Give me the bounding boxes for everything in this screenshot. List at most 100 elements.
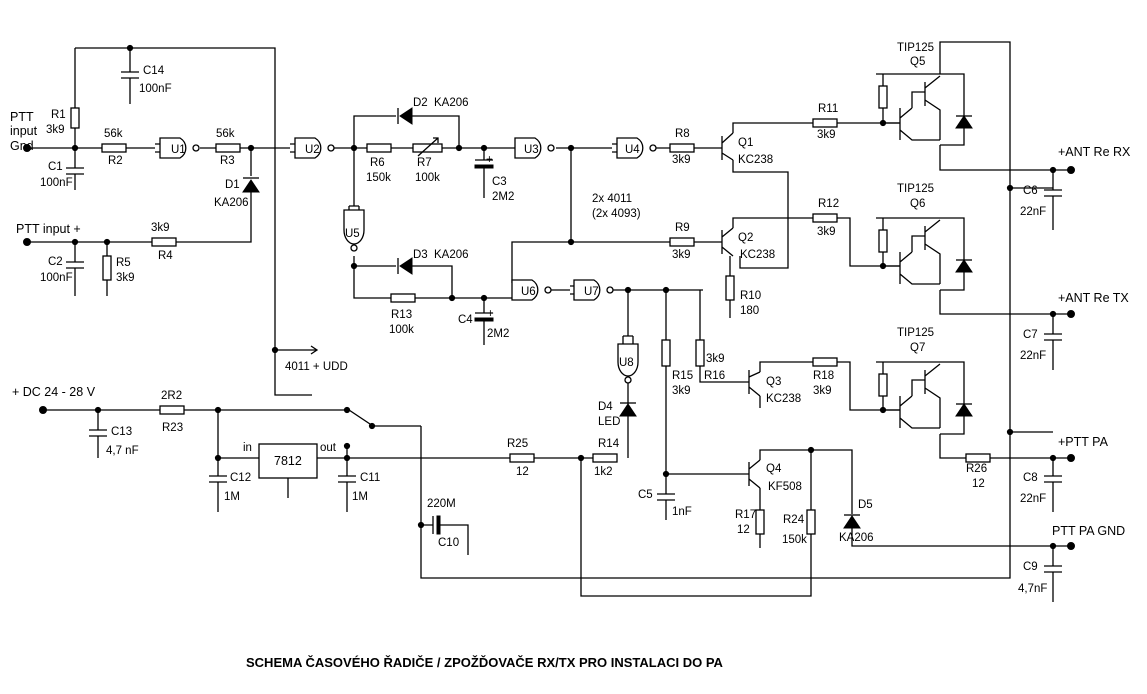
transistor-ref: Q5 xyxy=(910,56,925,68)
resistor-value: 100k xyxy=(415,172,440,184)
resistor-ref: R3 xyxy=(220,155,235,167)
darlington-q5 xyxy=(876,73,973,146)
gate-label: U1 xyxy=(171,144,186,156)
capacitor-ref: C7 xyxy=(1023,329,1038,341)
ptt-gnd-label-3: Gnd xyxy=(10,139,34,153)
transistor-ref: Q7 xyxy=(910,342,925,354)
transistor-value: TIP125 xyxy=(897,183,934,195)
resistor-ref: R4 xyxy=(158,250,173,262)
capacitor-value: 100nF xyxy=(139,83,172,95)
regulator-out: out xyxy=(320,442,337,454)
capacitor-ref: C4 xyxy=(458,314,473,326)
resistor-bodies xyxy=(70,107,991,535)
polarity-mark: + xyxy=(486,154,493,166)
ptt-pa-gnd-label: PTT PA GND xyxy=(1052,524,1125,538)
capacitor-ref: C2 xyxy=(48,256,63,268)
resistor-ref: R18 xyxy=(813,370,834,382)
transistor-ref: Q3 xyxy=(766,376,781,388)
ptt-gnd-label-1: PTT xyxy=(10,110,34,124)
resistor-ref: R10 xyxy=(740,290,761,302)
transistor-value: KF508 xyxy=(768,481,802,493)
capacitor-value: 4,7nF xyxy=(1018,583,1047,595)
resistor-ref: R7 xyxy=(417,157,432,169)
resistor-value: 1k2 xyxy=(594,466,613,478)
regulator-ref: 7812 xyxy=(274,454,302,468)
capacitor-ref: C1 xyxy=(48,161,63,173)
ptt-plus-terminal xyxy=(23,238,31,246)
resistor-ref: R16 xyxy=(704,370,725,382)
diode-ref: D4 xyxy=(598,401,613,413)
capacitor-ref: C9 xyxy=(1023,561,1038,573)
ptt-pa-label: +PTT PA xyxy=(1058,435,1109,449)
diode-ref: D1 xyxy=(225,179,240,191)
resistor-value: 3k9 xyxy=(813,385,832,397)
junctions xyxy=(23,44,1075,550)
gate-labels: U1 U2 U3 U4 U5 U6 U7 U8 xyxy=(171,144,640,369)
ptt-plus-label: PTT input + xyxy=(16,222,81,236)
gate-label: U3 xyxy=(524,144,539,156)
polarity-mark: + xyxy=(487,308,494,320)
capacitor-ref: C5 xyxy=(638,489,653,501)
schematic-title: SCHEMA ČASOVÉHO ŘADIČE / ZPOŽĎOVAČE RX/T… xyxy=(246,655,724,670)
resistor-value: 56k xyxy=(104,128,123,140)
dc-in-terminal xyxy=(39,406,47,414)
capacitor-value: 22nF xyxy=(1020,206,1046,218)
resistor-ref: R26 xyxy=(966,463,987,475)
resistor-ref: R2 xyxy=(108,155,123,167)
resistor-ref: R24 xyxy=(783,514,805,526)
diode-value: KA206 xyxy=(434,249,469,261)
transistor-ref: Q1 xyxy=(738,137,753,149)
transistor-value: KC238 xyxy=(740,249,775,261)
nand-gates xyxy=(155,137,657,384)
transistor-value: TIP125 xyxy=(897,327,934,339)
resistor-value: 150k xyxy=(366,172,391,184)
resistor-value: 3k9 xyxy=(817,226,836,238)
ant-rx-label: +ANT Re RX xyxy=(1058,145,1131,159)
resistor-ref: R15 xyxy=(672,370,693,382)
resistor-value: 12 xyxy=(737,524,750,536)
resistor-value: 56k xyxy=(216,128,235,140)
diode-labels: D1 KA206 D2 KA206 D3 KA206 D4 LED D5 KA2… xyxy=(214,97,874,544)
diode-value: KA206 xyxy=(434,97,469,109)
regulator-labels: 7812 in out xyxy=(243,442,337,468)
resistor-value: 3k9 xyxy=(706,353,725,365)
diode-value: LED xyxy=(598,416,620,428)
gate-label: U4 xyxy=(625,144,640,156)
resistor-value: 12 xyxy=(516,466,529,478)
resistor-ref: R1 xyxy=(51,109,66,121)
resistor-ref: R13 xyxy=(391,309,412,321)
resistor-value: 3k9 xyxy=(672,154,691,166)
capacitor-ref: C13 xyxy=(111,426,132,438)
capacitor-value: 220M xyxy=(427,498,456,510)
capacitor-value: 1M xyxy=(352,491,368,503)
capacitor-value: 100nF xyxy=(40,272,73,284)
resistor-ref: R8 xyxy=(675,128,690,140)
ic-types-note: 2x 4011 xyxy=(592,193,632,205)
resistor-value: 2R2 xyxy=(161,390,182,402)
transistor-labels: Q1 KC238 Q2 KC238 Q3 KC238 Q4 KF508 Q5 T… xyxy=(738,42,934,493)
supply-note: 4011 + UDD xyxy=(285,361,348,373)
resistor-labels: R1 3k9 56k R2 56k R3 3k9 R4 R5 3k9 R6 15… xyxy=(46,103,987,546)
resistor-ref: R6 xyxy=(370,157,385,169)
capacitor-value: 22nF xyxy=(1020,493,1046,505)
resistor-value: 3k9 xyxy=(672,249,691,261)
capacitor-ref: C12 xyxy=(230,472,251,484)
capacitor-value: 1nF xyxy=(672,506,692,518)
diode-value: KA206 xyxy=(839,532,874,544)
capacitor-ref: C14 xyxy=(143,65,165,77)
capacitor-value: 1M xyxy=(224,491,240,503)
ic-alt-note: (2x 4093) xyxy=(592,208,641,220)
resistor-value: 3k9 xyxy=(116,272,135,284)
transistor-ref: Q6 xyxy=(910,198,925,210)
resistor-ref: R11 xyxy=(818,103,838,115)
resistor-ref: R23 xyxy=(162,422,183,434)
capacitor-ref: C6 xyxy=(1023,185,1038,197)
resistor-ref: R25 xyxy=(507,438,528,450)
diode-bodies xyxy=(242,107,861,529)
ptt-gnd-terminal xyxy=(23,144,31,152)
capacitor-value: 100nF xyxy=(40,177,73,189)
gate-label: U8 xyxy=(619,357,634,369)
capacitor-ref: C3 xyxy=(492,176,507,188)
capacitor-ref: C10 xyxy=(438,537,459,549)
resistor-value: 3k9 xyxy=(151,222,170,234)
